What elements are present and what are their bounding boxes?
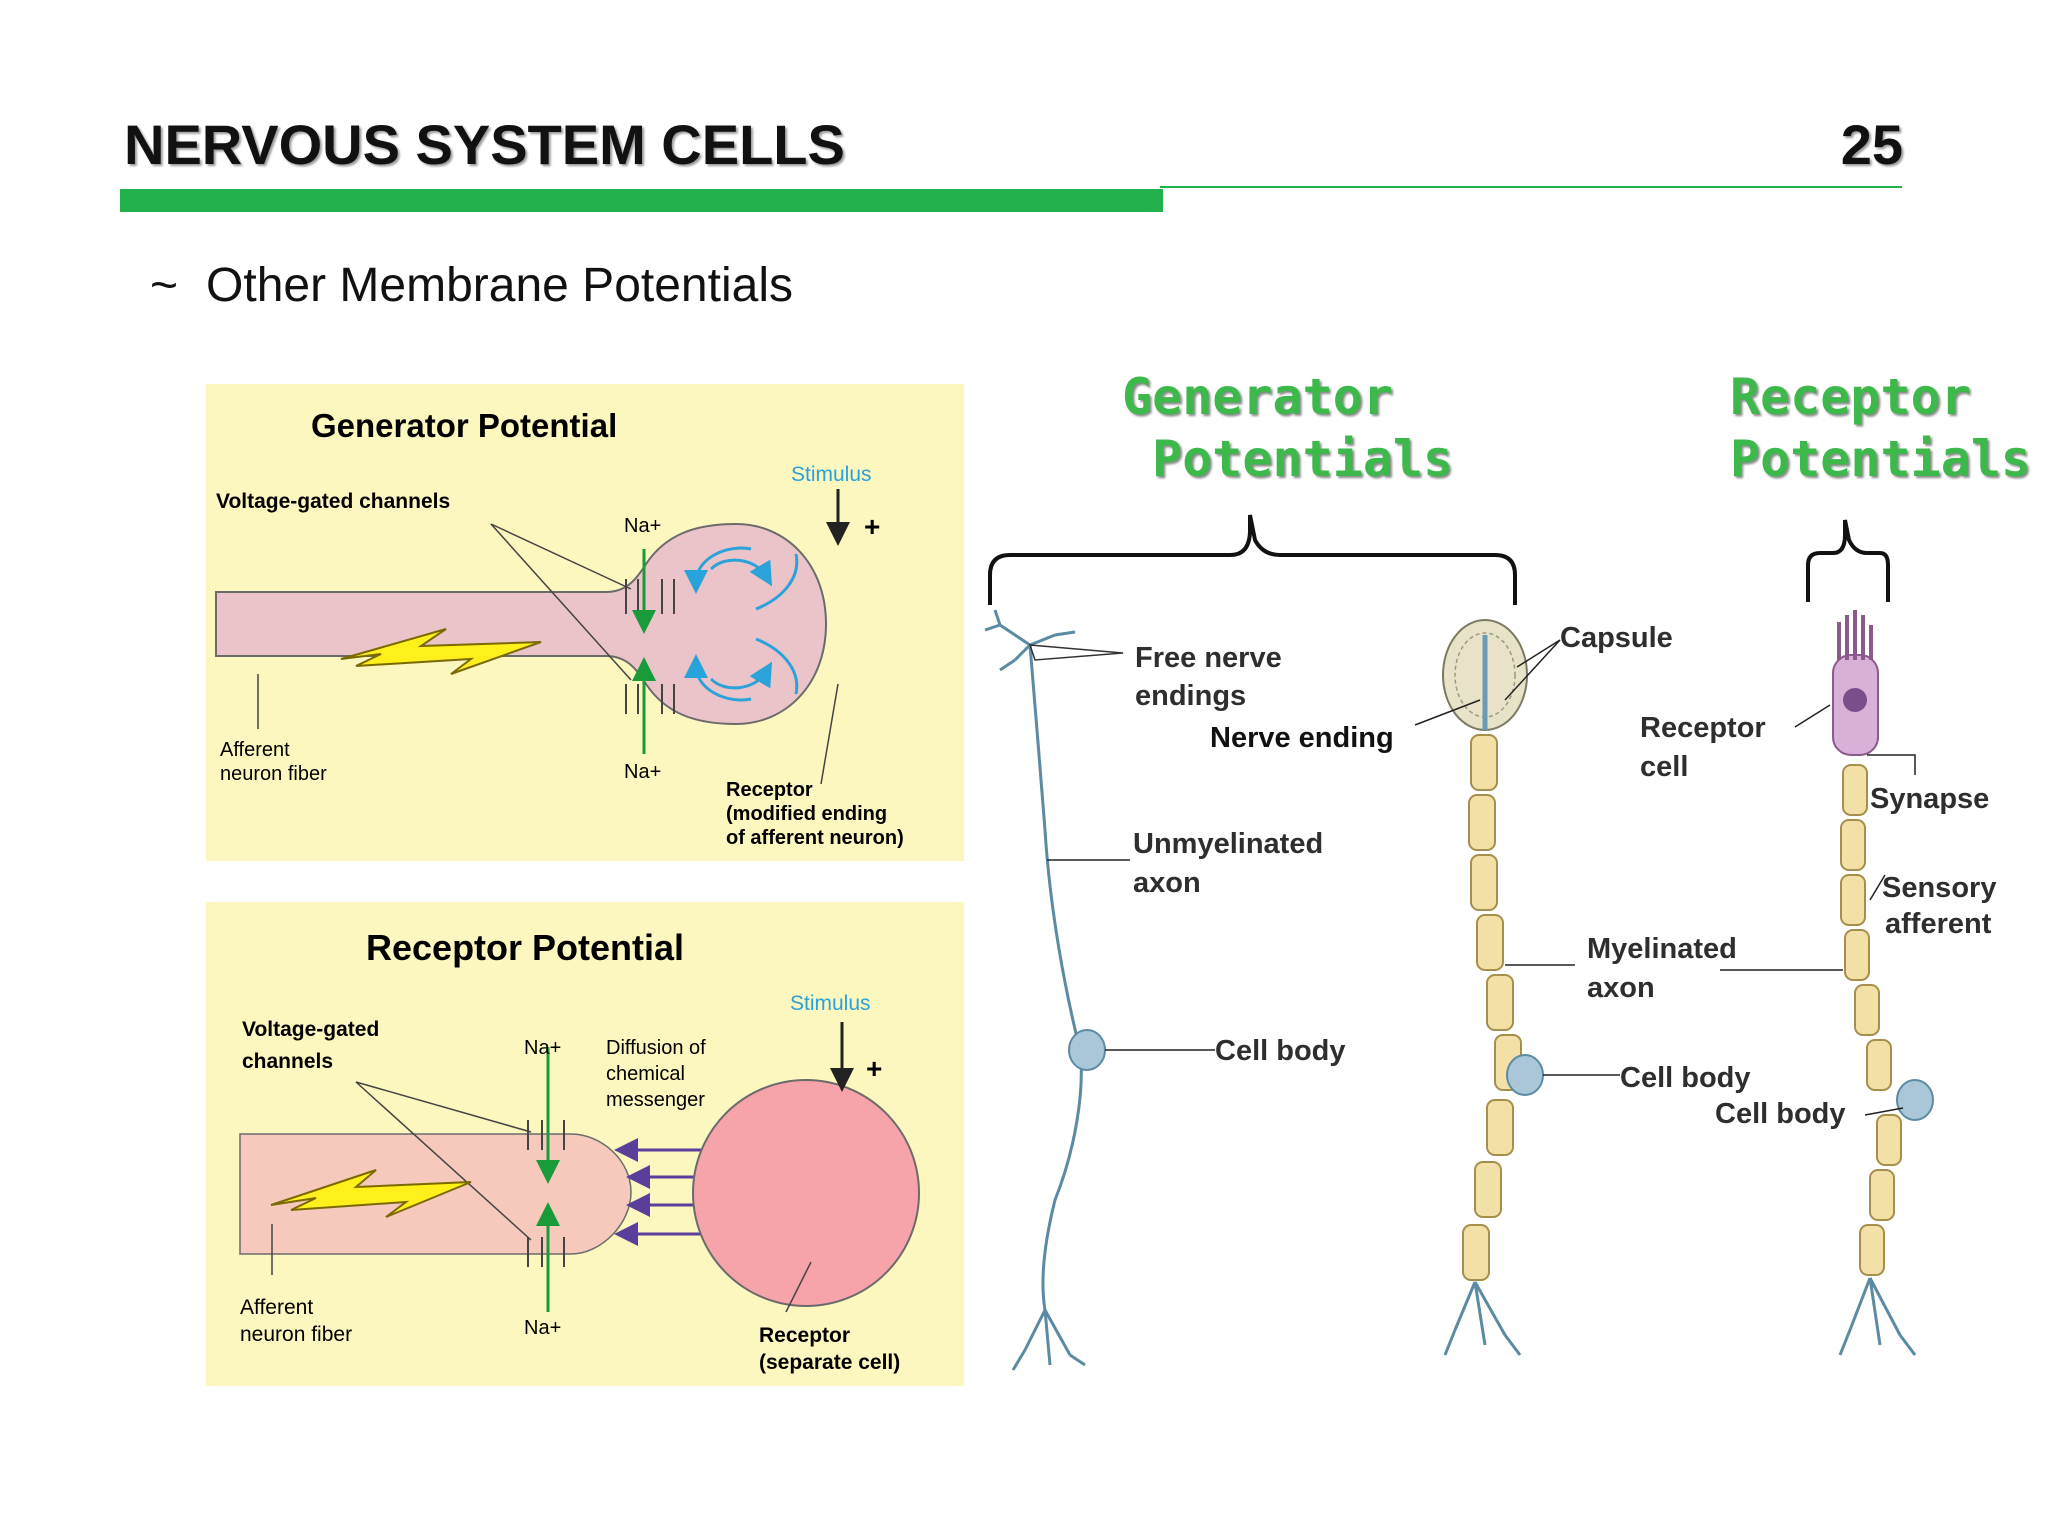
generator-brace bbox=[988, 514, 1517, 605]
free-endings-label-line2: endings bbox=[1135, 680, 1246, 712]
myelinated-label-line1: Myelinated bbox=[1587, 933, 1737, 965]
generator-potentials-heading: Generator Potentials bbox=[1122, 368, 1454, 488]
na-top-label: Na+ bbox=[524, 1037, 561, 1059]
bullet-item: ~ Other Membrane Potentials bbox=[150, 258, 793, 313]
receptor-brace bbox=[1806, 519, 1890, 602]
diffusion-label-line2: chemical bbox=[606, 1063, 685, 1085]
voltage-label-line2: channels bbox=[242, 1050, 333, 1073]
sensory-neuron-types-diagram: Free nerve endings Unmyelinated axon Cel… bbox=[984, 514, 1996, 1371]
stimulus-label: Stimulus bbox=[790, 992, 871, 1015]
receptor-label-line1: Receptor bbox=[726, 779, 813, 801]
diffusion-label-line3: messenger bbox=[606, 1089, 705, 1111]
cell-body-1 bbox=[1068, 1029, 1106, 1071]
voltage-label-line1: Voltage-gated bbox=[242, 1018, 379, 1041]
lightning-bolt-icon bbox=[270, 1169, 472, 1218]
cell-body-label-3: Cell body bbox=[1715, 1098, 1846, 1130]
slide-number: 25 bbox=[1840, 113, 1903, 176]
na-bottom-label: Na+ bbox=[524, 1317, 561, 1339]
na-top-label: Na+ bbox=[624, 515, 661, 537]
stimulus-plus: + bbox=[864, 511, 880, 542]
cell-body-3 bbox=[1896, 1079, 1934, 1121]
stimulus-label: Stimulus bbox=[791, 463, 872, 486]
synapse-label: Synapse bbox=[1870, 783, 1989, 815]
receptor-potentials-heading: Receptor Potentials bbox=[1730, 368, 2032, 488]
slide-title: NERVOUS SYSTEM CELLS bbox=[124, 113, 845, 176]
na-bottom-label: Na+ bbox=[624, 761, 661, 783]
afferent-fiber-shape bbox=[215, 522, 828, 726]
unmyelinated-label-line1: Unmyelinated bbox=[1133, 828, 1323, 860]
generator-potential-panel: Generator Potential Voltage-gated channe… bbox=[206, 384, 964, 861]
voltage-gated-label: Voltage-gated channels bbox=[216, 490, 450, 513]
receptor-cell-label-line2: cell bbox=[1640, 751, 1688, 783]
myelinated-label-line2: axon bbox=[1587, 972, 1655, 1004]
generator-panel-title: Generator Potential bbox=[311, 407, 617, 444]
nerve-ending-label: Nerve ending bbox=[1210, 722, 1394, 754]
myelin-sheath bbox=[1462, 734, 1522, 1281]
title-underline-thick bbox=[120, 189, 1163, 212]
diffusion-label-line1: Diffusion of bbox=[606, 1037, 706, 1059]
receptor-potential-diagram: Receptor Potential Voltage-gated channel… bbox=[239, 927, 920, 1374]
fiber-label-line2: neuron fiber bbox=[220, 763, 327, 785]
bullet-text: Other Membrane Potentials bbox=[206, 259, 793, 312]
receptor-potential-panel: Receptor Potential Voltage-gated channel… bbox=[206, 902, 964, 1386]
receptor-label-line2: (modified ending bbox=[726, 803, 887, 825]
free-nerve-ending-neuron bbox=[984, 609, 1086, 1371]
cell-body-2 bbox=[1506, 1054, 1544, 1096]
sensory-afferent-label-line1: Sensory bbox=[1882, 872, 1996, 904]
cell-body-label-2: Cell body bbox=[1620, 1062, 1751, 1094]
receptor-label-line3: of afferent neuron) bbox=[726, 827, 904, 849]
bullet-symbol: ~ bbox=[150, 259, 179, 312]
fiber-label-line1: Afferent bbox=[220, 739, 290, 761]
generator-potential-diagram: Generator Potential Voltage-gated channe… bbox=[215, 407, 904, 849]
fiber-label-line1: Afferent bbox=[240, 1296, 313, 1319]
lightning-bolt-icon bbox=[340, 628, 542, 675]
unmyelinated-label-line2: axon bbox=[1133, 867, 1201, 899]
cell-body-label-1: Cell body bbox=[1215, 1035, 1346, 1067]
receptor-cell-label-line1: Receptor bbox=[1640, 712, 1766, 744]
receptor-label-line2: (separate cell) bbox=[759, 1351, 900, 1374]
receptor-cell-shape bbox=[692, 1079, 920, 1307]
capsule-label: Capsule bbox=[1560, 622, 1673, 654]
stimulus-plus: + bbox=[866, 1053, 882, 1084]
free-endings-label-line1: Free nerve bbox=[1135, 642, 1282, 674]
receptor-panel-title: Receptor Potential bbox=[366, 927, 684, 968]
sensory-afferent-label-line2: afferent bbox=[1885, 908, 1992, 940]
receptor-label-line1: Receptor bbox=[759, 1324, 850, 1347]
fiber-label-line2: neuron fiber bbox=[240, 1323, 352, 1346]
title-underline-thin bbox=[1160, 186, 1902, 188]
